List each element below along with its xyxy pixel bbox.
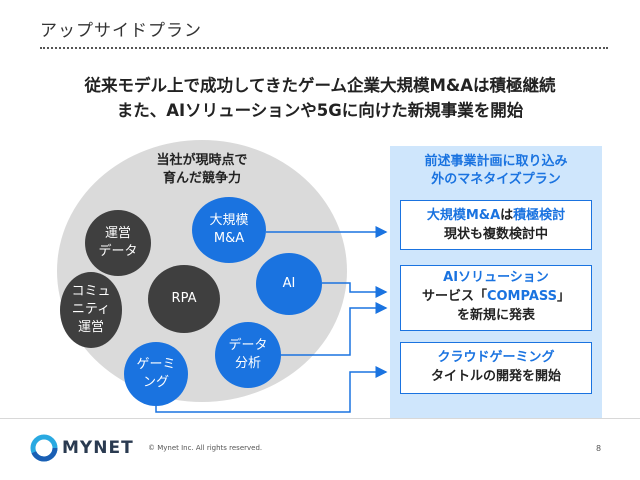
- bubble-label: データ: [98, 244, 138, 259]
- plan-card-ma: 大規模M&Aは積極検討 現状も複数検討中: [400, 200, 592, 250]
- bubble-label: データ: [228, 338, 268, 353]
- strengths-title: 当社が現時点で 育んだ競争力: [112, 152, 292, 188]
- card-text: は: [500, 208, 514, 223]
- card-highlight: AIソリューション: [443, 270, 549, 285]
- bubble-label: ング: [142, 375, 169, 390]
- bubble-label: 大規模: [209, 213, 249, 228]
- page-number: 8: [596, 444, 602, 453]
- bubble-label: 分析: [234, 356, 261, 371]
- copyright: © Mynet Inc. All rights reserved.: [148, 444, 263, 452]
- bubble-community: コミュニティ運営: [60, 272, 122, 348]
- card-text: タイトルの開発を開始: [430, 369, 561, 384]
- card-highlight: 大規模M&A: [426, 208, 501, 223]
- card-text: を新規に発表: [456, 308, 535, 323]
- card-highlight: クラウドゲーミング: [437, 350, 555, 365]
- plan-card-cloud-gaming: クラウドゲーミング タイトルの開発を開始: [400, 342, 592, 394]
- page-title: アップサイドプラン: [40, 21, 202, 41]
- card-text: 現状も複数検討中: [443, 227, 548, 242]
- strengths-title-line-1: 当社が現時点で: [156, 153, 248, 168]
- panel-title: 前述事業計画に取り込み 外のマネタイズプラン: [390, 153, 602, 189]
- bubble-label: M&A: [213, 231, 245, 246]
- headline-line-1: 従来モデル上で成功してきたゲーム企業大規模M&Aは積極継続: [84, 76, 556, 95]
- bubble-label: ゲーミ: [136, 357, 176, 372]
- company-logo-text: MYNET: [62, 438, 134, 458]
- title-divider: [40, 47, 608, 49]
- bubble-data-analysis: データ分析: [215, 322, 281, 388]
- bubble-label: 運営: [104, 226, 131, 241]
- card-text: 」: [557, 289, 571, 304]
- bubble-ai: AI: [256, 253, 322, 315]
- mynet-logo-icon: [30, 434, 58, 462]
- footer-divider: [0, 418, 640, 419]
- card-highlight: COMPASS: [486, 289, 558, 304]
- bubble-rpa: RPA: [148, 265, 220, 333]
- bubble-operation-data: 運営データ: [85, 210, 151, 276]
- panel-title-line-1: 前述事業計画に取り込み: [424, 154, 568, 169]
- bubble-label: 運営: [77, 320, 104, 335]
- card-text: サービス「: [421, 289, 487, 304]
- bubble-label: AI: [282, 276, 296, 291]
- panel-title-line-2: 外のマネタイズプラン: [431, 172, 561, 187]
- bubble-label: RPA: [171, 291, 197, 306]
- bubble-large-ma: 大規模 M&A: [192, 197, 266, 263]
- card-highlight: 積極検討: [513, 208, 566, 223]
- bubble-label: ニティ: [71, 302, 111, 317]
- bubble-label: コミュ: [71, 284, 111, 299]
- bubble-gaming: ゲーミング: [124, 342, 188, 406]
- headline-line-2: また、AIソリューションや5Gに向けた新規事業を開始: [116, 101, 524, 120]
- plan-card-ai: AIソリューション サービス「COMPASS」 を新規に発表: [400, 265, 592, 331]
- strengths-title-line-2: 育んだ競争力: [162, 171, 241, 186]
